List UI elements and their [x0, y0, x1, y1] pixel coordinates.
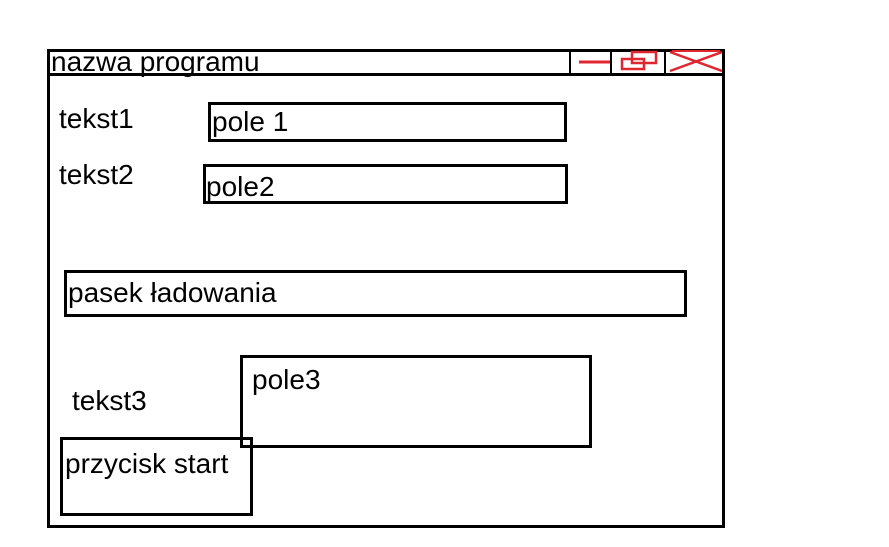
title-bar	[47, 49, 722, 76]
close-icon	[669, 50, 722, 73]
minimize-button[interactable]	[569, 49, 612, 73]
label-tekst3: tekst3	[72, 385, 147, 416]
field-pole1[interactable]	[208, 102, 567, 142]
app-window	[47, 49, 725, 528]
field-pole3-text: pole3	[252, 364, 321, 395]
label-tekst2: tekst2	[59, 159, 134, 190]
field-pole2[interactable]	[203, 164, 568, 204]
progress-bar-text: pasek ładowania	[68, 277, 277, 308]
start-button[interactable]	[60, 437, 253, 516]
start-button-label: przycisk start	[65, 448, 229, 479]
field-pole2-text: pole2	[206, 171, 275, 202]
field-pole3[interactable]	[240, 355, 592, 448]
restore-icon	[620, 50, 658, 71]
window-title: nazwa programu	[51, 46, 260, 77]
label-tekst1: tekst1	[59, 103, 134, 134]
minimize-icon	[579, 60, 611, 64]
close-button[interactable]	[664, 49, 722, 73]
restore-button[interactable]	[610, 49, 666, 73]
progress-bar	[64, 270, 687, 317]
field-pole1-text: pole 1	[212, 106, 289, 137]
